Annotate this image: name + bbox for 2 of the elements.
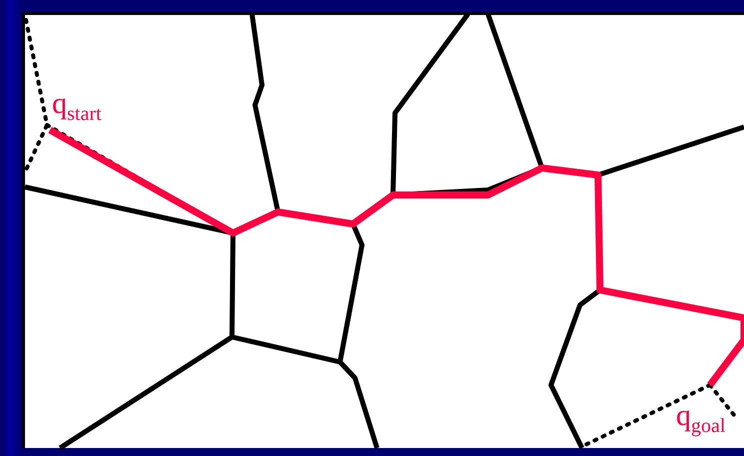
start-label: q$_{start}$ (52, 88, 102, 127)
goal-label: q$_{goal}$ (676, 400, 726, 439)
